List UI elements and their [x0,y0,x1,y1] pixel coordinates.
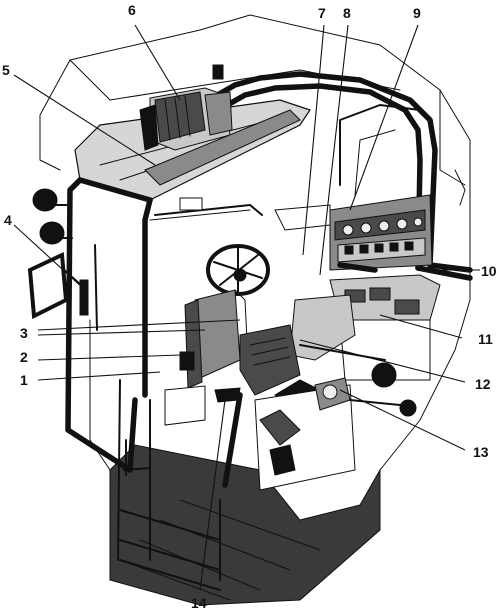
cab-body-outline [39,14,471,471]
callout-14: 14 [191,595,207,611]
callout-1: 1 [20,372,28,388]
right-console [329,262,441,388]
leader-lines [13,24,480,591]
callout-10: 10 [481,263,497,279]
callout-6: 6 [128,2,136,18]
access-ladder [117,379,221,591]
instrument-panel [274,194,433,271]
callout-8: 8 [343,5,351,21]
callout-7: 7 [318,5,326,21]
operator-seat [239,294,386,416]
pedal-assembly [164,377,417,491]
cab-front-frame [65,177,263,473]
callout-5: 5 [2,62,10,78]
side-lamps-and-mirror [27,188,98,331]
heater-unit [139,64,233,151]
callout-11: 11 [478,331,493,347]
callout-4: 4 [4,212,12,228]
callout-9: 9 [413,5,421,21]
callout-3: 3 [20,325,28,341]
callout-2: 2 [20,349,28,365]
callout-12: 12 [475,376,491,392]
callout-13: 13 [473,444,489,460]
roof-vent-panel [144,109,301,211]
